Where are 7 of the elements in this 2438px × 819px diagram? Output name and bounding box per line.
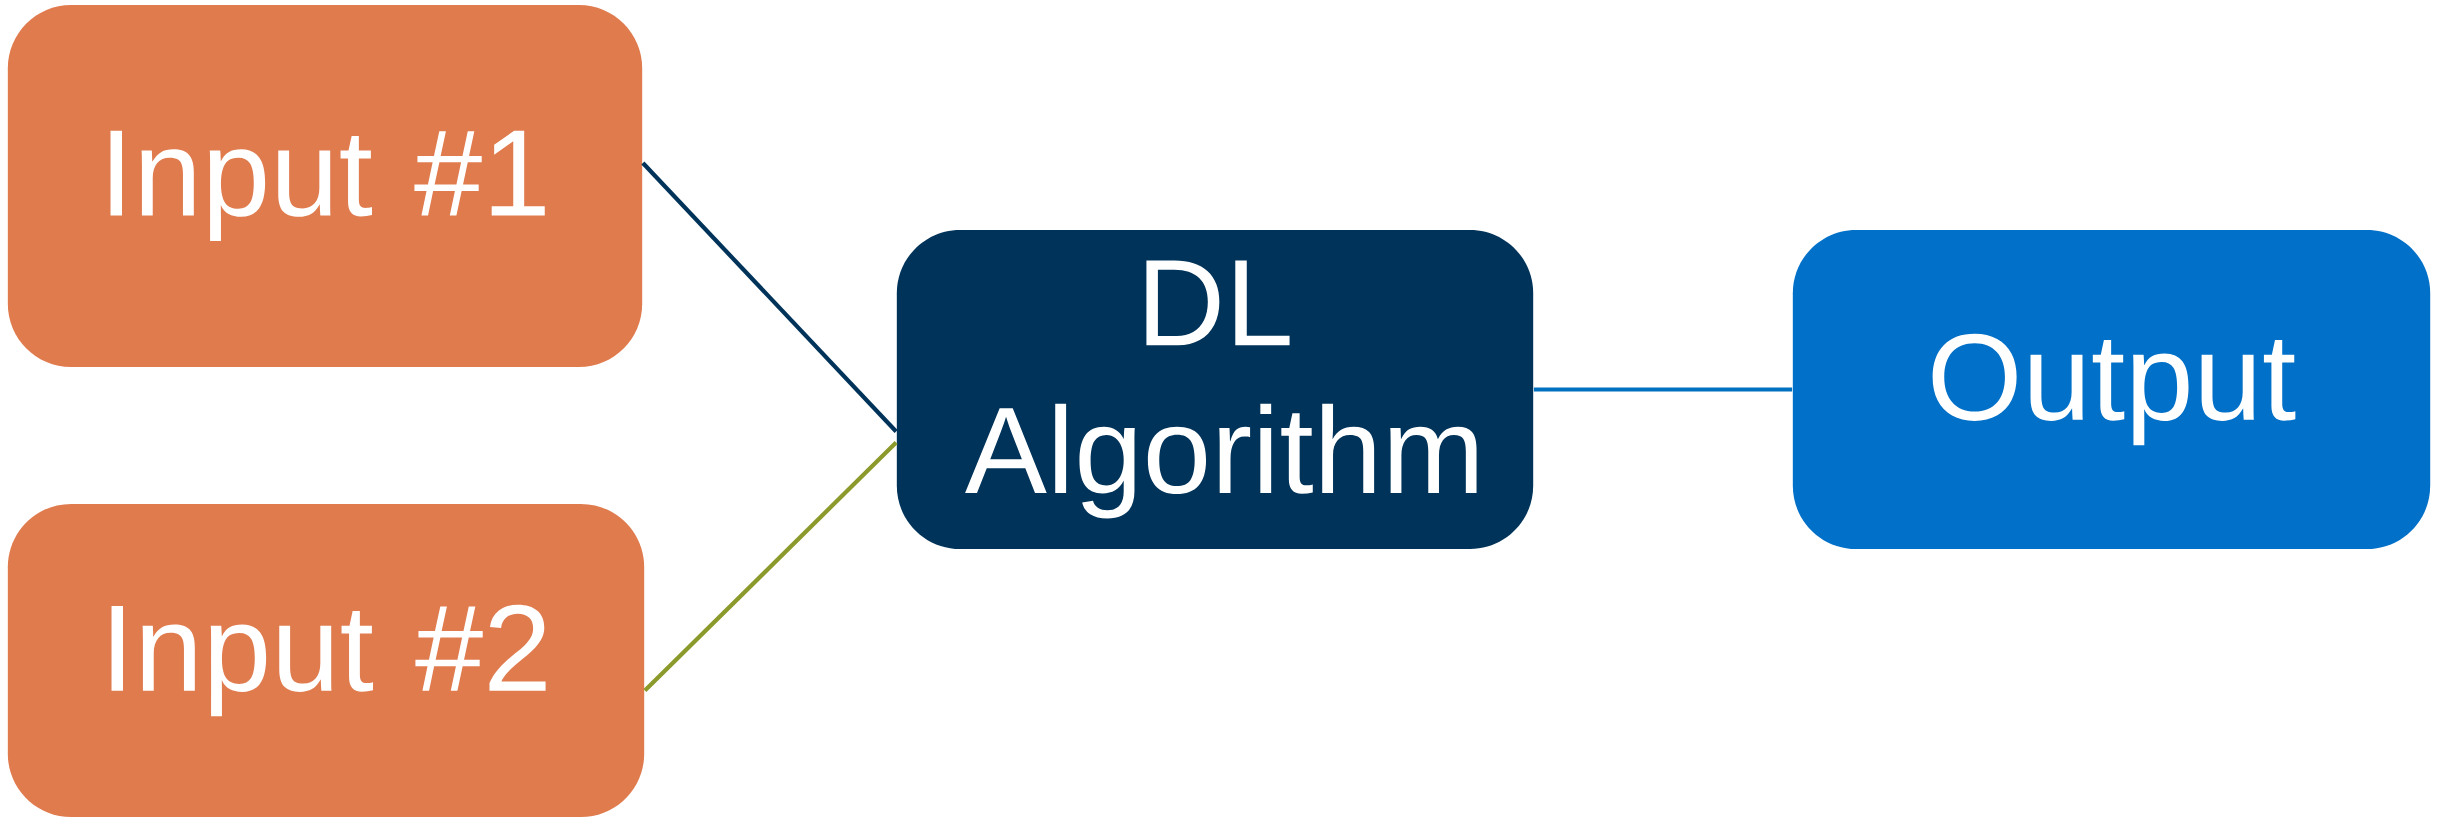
process-box: Output xyxy=(1792,229,2431,550)
process-box: Input #2 xyxy=(7,503,645,818)
connector-line xyxy=(643,441,898,693)
connector-line xyxy=(641,161,898,433)
process-box: DL Algorithm xyxy=(896,229,1534,550)
connector-line xyxy=(1533,387,1793,392)
process-box: Input #1 xyxy=(7,4,643,368)
